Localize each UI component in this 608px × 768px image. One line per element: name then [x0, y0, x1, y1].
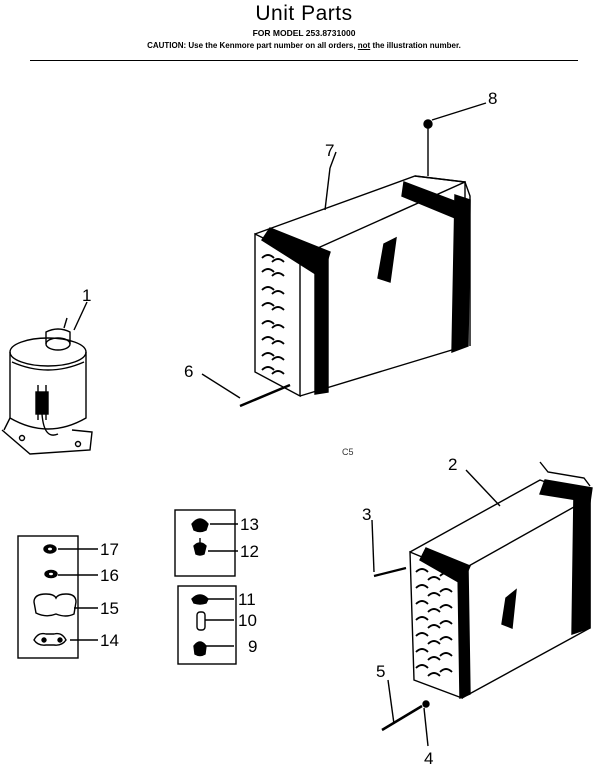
callout-15: 15: [100, 599, 119, 618]
condenser-coil-drawing: [373, 461, 593, 732]
leader-line-4: [423, 707, 429, 747]
leader-line-8: [431, 102, 487, 121]
small-parts-panel-lower: [177, 585, 237, 665]
evaporator-coil-drawing: [239, 119, 471, 408]
leader-line-6: [201, 373, 241, 399]
diagram-title: Unit Parts: [255, 2, 353, 25]
leader-line-3: [371, 519, 375, 573]
callout-10: 10: [238, 611, 257, 630]
diagram-header: Unit Parts FOR MODEL 253.8731000 CAUTION…: [0, 0, 608, 50]
caution-note: CAUTION: Use the Kenmore part number on …: [147, 41, 461, 50]
callout-13: 13: [240, 515, 259, 534]
model-number: FOR MODEL 253.8731000: [252, 28, 356, 38]
callout-11: 11: [238, 590, 256, 609]
small-parts-panel-left: [17, 535, 79, 659]
small-parts-left: [33, 544, 77, 646]
compressor-drawing: [1, 317, 93, 455]
callout-7: 7: [325, 141, 334, 160]
leader-line-5: [387, 679, 395, 725]
callout-5: 5: [376, 662, 385, 681]
callout-8: 8: [488, 89, 497, 108]
callout-16: 16: [100, 566, 119, 585]
callout-6: 6: [184, 362, 193, 381]
evaporator-coil-tubes: [261, 254, 285, 375]
callout-12: 12: [240, 542, 259, 561]
condenser-coil-tubes: [415, 568, 453, 677]
callout-9: 9: [248, 637, 257, 656]
callout-3: 3: [362, 505, 371, 524]
callout-1: 1: [82, 286, 91, 305]
leader-line-1: [73, 301, 88, 331]
small-parts-panel-upper: [174, 509, 236, 577]
figure-code: C5: [342, 447, 354, 457]
callout-4: 4: [424, 749, 433, 768]
leader-line-7: [329, 151, 337, 169]
callout-17: 17: [100, 540, 119, 559]
callout-14: 14: [100, 631, 119, 650]
small-parts-upper: [191, 518, 209, 556]
leader-line-2: [465, 469, 501, 507]
header-rule: [30, 60, 578, 61]
small-parts-lower: [191, 594, 209, 657]
callout-2: 2: [448, 455, 457, 474]
